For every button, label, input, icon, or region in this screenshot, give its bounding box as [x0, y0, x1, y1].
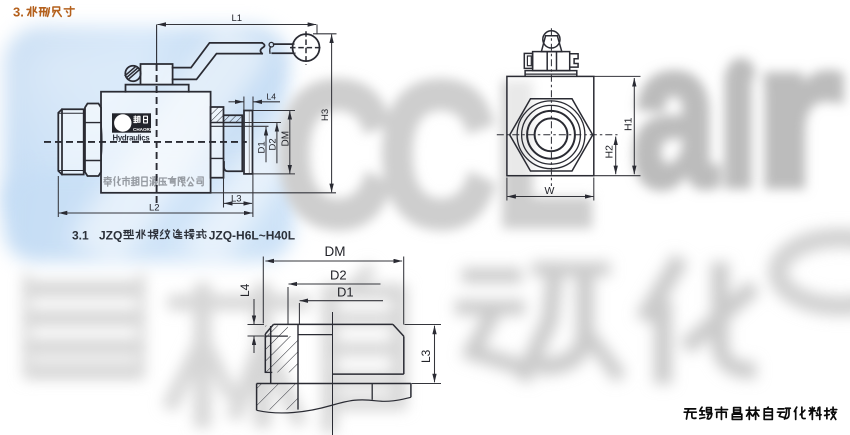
svg-text:DM: DM	[325, 244, 346, 259]
svg-text:D2: D2	[268, 138, 279, 150]
svg-text:H3: H3	[320, 109, 331, 121]
svg-text:D1: D1	[257, 141, 268, 153]
svg-text:L4: L4	[238, 283, 252, 297]
svg-text:L3: L3	[419, 349, 433, 363]
svg-text:3.: 3.	[13, 5, 24, 20]
svg-text:JZQ-H6L~H40L: JZQ-H6L~H40L	[209, 229, 295, 243]
svg-text:r: r	[753, 0, 843, 229]
svg-text:L3: L3	[231, 194, 242, 205]
svg-text:D2: D2	[330, 268, 347, 283]
svg-text:3.1: 3.1	[72, 229, 89, 243]
svg-text:L1: L1	[232, 13, 243, 24]
svg-text:DM: DM	[281, 131, 292, 147]
svg-text:W: W	[545, 185, 555, 197]
svg-text:JZQ: JZQ	[99, 229, 122, 243]
svg-text:Hydraulics: Hydraulics	[113, 134, 151, 143]
svg-text:L2: L2	[149, 203, 160, 214]
svg-text:H2: H2	[604, 145, 616, 159]
svg-text:L4: L4	[267, 92, 277, 102]
svg-text:H1: H1	[623, 117, 635, 131]
svg-text:CC: CC	[276, 41, 492, 267]
svg-text:CHAORI: CHAORI	[133, 127, 151, 132]
svg-text:aı: aı	[632, 0, 759, 229]
svg-text:D1: D1	[337, 285, 354, 300]
